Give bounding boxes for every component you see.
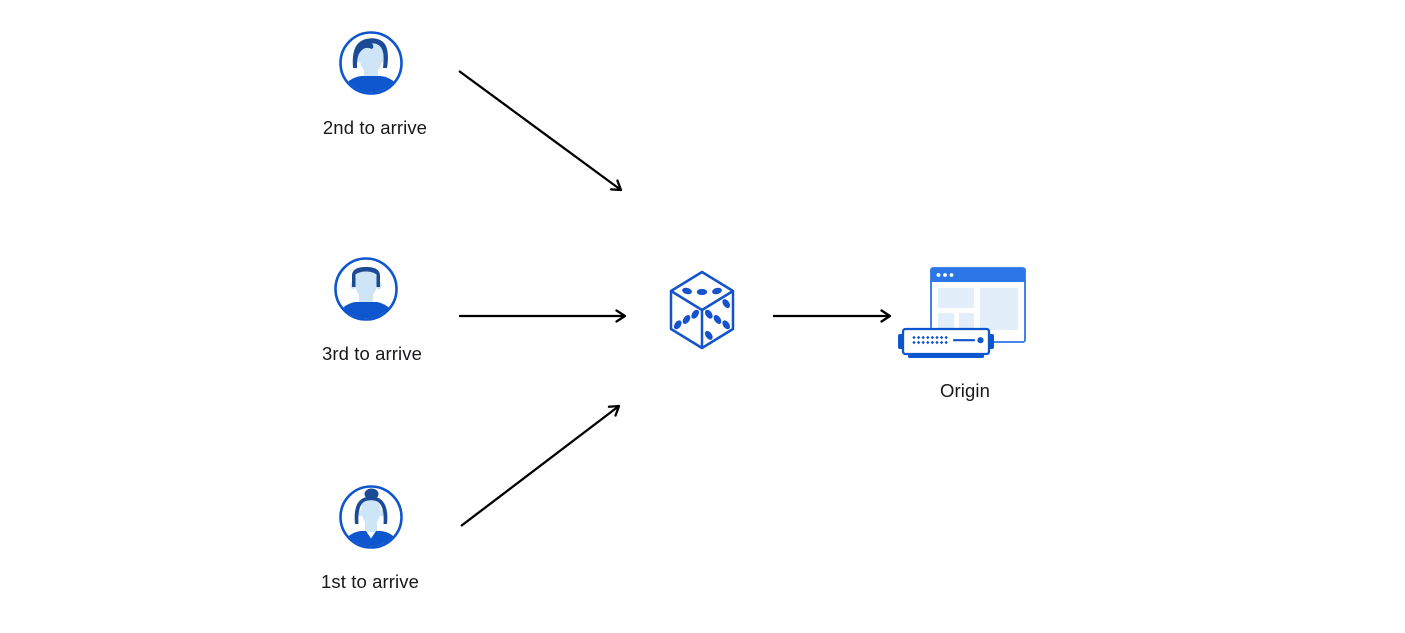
node-user-third-label: 3rd to arrive bbox=[321, 343, 422, 364]
avatar-man-swoop-hair-icon bbox=[339, 31, 403, 95]
avatar-man-flat-hair-icon bbox=[334, 257, 398, 321]
avatar-woman-bun-icon bbox=[339, 485, 403, 549]
node-origin-label: Origin bbox=[940, 380, 990, 401]
dice-icon bbox=[669, 270, 735, 350]
node-randomizer bbox=[667, 267, 737, 355]
node-user-second bbox=[338, 30, 404, 96]
server-vent-pattern bbox=[912, 335, 948, 345]
node-user-first bbox=[338, 484, 404, 550]
node-user-second-label: 2nd to arrive bbox=[322, 117, 428, 138]
origin-server-browser-icon bbox=[898, 267, 1026, 358]
arrow-user-second-to-dice bbox=[458, 70, 623, 192]
node-user-first-label: 1st to arrive bbox=[321, 571, 419, 592]
node-user-third bbox=[333, 256, 399, 322]
node-origin bbox=[897, 262, 1032, 367]
arrow-user-first-to-dice bbox=[460, 404, 621, 527]
